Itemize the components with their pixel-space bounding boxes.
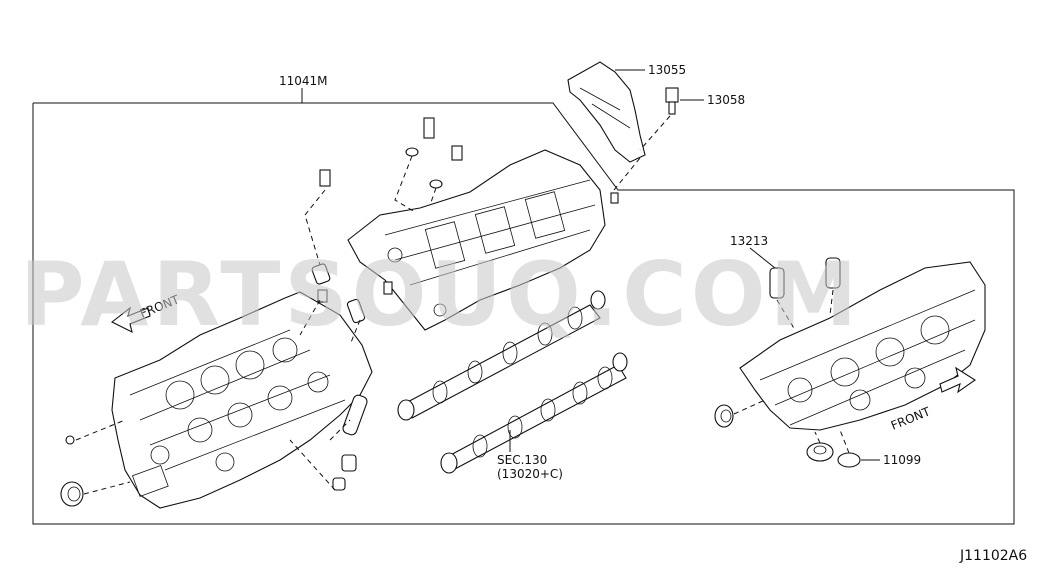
frame-label: 11041M	[279, 74, 328, 88]
left-head-bolts[interactable]	[311, 169, 366, 324]
camshaft-bracket[interactable]	[347, 149, 606, 331]
callout-11099: 11099	[883, 453, 921, 467]
left-seal-ring[interactable]	[60, 481, 84, 507]
leader-13213	[749, 247, 776, 269]
callout-13055: 13055	[648, 63, 686, 77]
right-seal-ring[interactable]	[714, 404, 734, 428]
intake-camshaft[interactable]	[397, 290, 606, 421]
exhaust-camshaft[interactable]	[440, 352, 628, 474]
callout-13058: 13058	[707, 93, 745, 107]
cover-13055[interactable]	[567, 61, 646, 163]
watermark: PARTSOUQ.COM	[20, 243, 861, 346]
bracket-bolts[interactable]	[383, 117, 463, 295]
left-dowel[interactable]	[65, 435, 75, 445]
callout-sec130: SEC.130	[497, 453, 547, 467]
right-cylinder-head[interactable]	[739, 261, 986, 431]
callout-sec130-sub: (13020+C)	[497, 467, 563, 481]
bracket-clip[interactable]	[610, 192, 619, 204]
left-cylinder-head[interactable]	[111, 291, 373, 509]
assembly-frame	[32, 102, 1015, 525]
callout-13213: 13213	[730, 234, 768, 248]
bolt-13058[interactable]	[665, 87, 679, 115]
plug-11099[interactable]	[806, 442, 861, 468]
diagram-code: J11102A6	[959, 548, 1027, 564]
valve-guide-13213[interactable]	[769, 257, 841, 299]
left-valve-guide[interactable]	[332, 394, 368, 491]
